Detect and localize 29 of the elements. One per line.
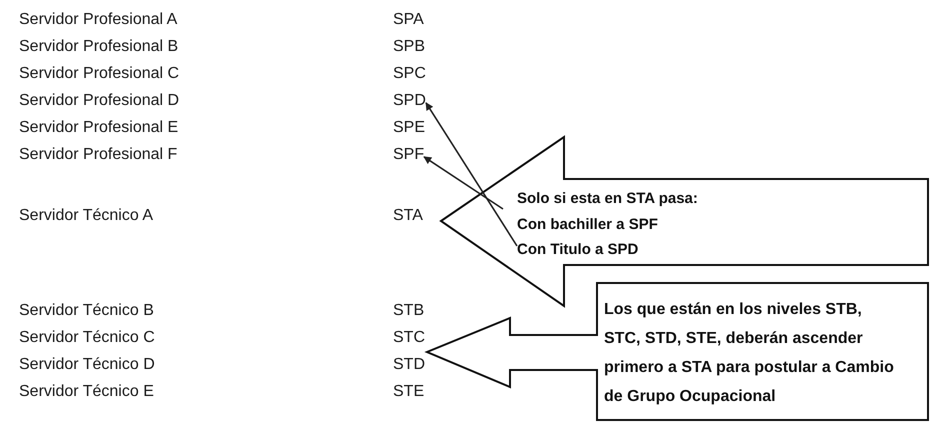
level-name: Servidor Profesional D <box>19 92 180 110</box>
callout-text: Los que están en los niveles STB, STC, STD, STE, deberán ascender primero a STA para postular a Cambio de Grupo Ocupacional <box>604 300 895 407</box>
level-name: Servidor Profesional B <box>19 38 178 56</box>
level-code: STD <box>393 356 425 374</box>
level-name: Servidor Técnico E <box>19 383 154 401</box>
callout-text: Con bachiller a SPF <box>517 215 658 235</box>
level-code: SPF <box>393 146 427 164</box>
level-code: SPD <box>393 92 429 110</box>
callout-box <box>427 283 928 420</box>
level-name: Servidor Profesional E <box>19 119 178 137</box>
level-code: SPC <box>393 65 426 83</box>
arrow <box>425 102 518 246</box>
level-code: SPE <box>393 119 426 137</box>
level-name: Servidor Profesional A <box>19 11 178 29</box>
level-code: STE <box>393 383 424 401</box>
callout-text: Solo si esta en STA pasa: <box>517 189 698 209</box>
level-name: Servidor Técnico B <box>19 302 154 320</box>
level-name: Servidor Técnico C <box>19 329 155 347</box>
level-name: Servidor Profesional C <box>19 65 180 83</box>
level-name: Servidor Profesional F <box>19 146 178 164</box>
level-code: SPA <box>393 11 424 29</box>
level-code: STC <box>393 329 425 347</box>
level-code: STB <box>393 302 424 320</box>
level-name: Servidor Técnico D <box>19 356 155 374</box>
arrow <box>423 156 504 210</box>
callout-text: Con Titulo a SPD <box>517 240 638 260</box>
level-code: SPB <box>393 38 426 56</box>
level-code: STA <box>393 207 423 225</box>
level-name: Servidor Técnico A <box>19 207 153 225</box>
